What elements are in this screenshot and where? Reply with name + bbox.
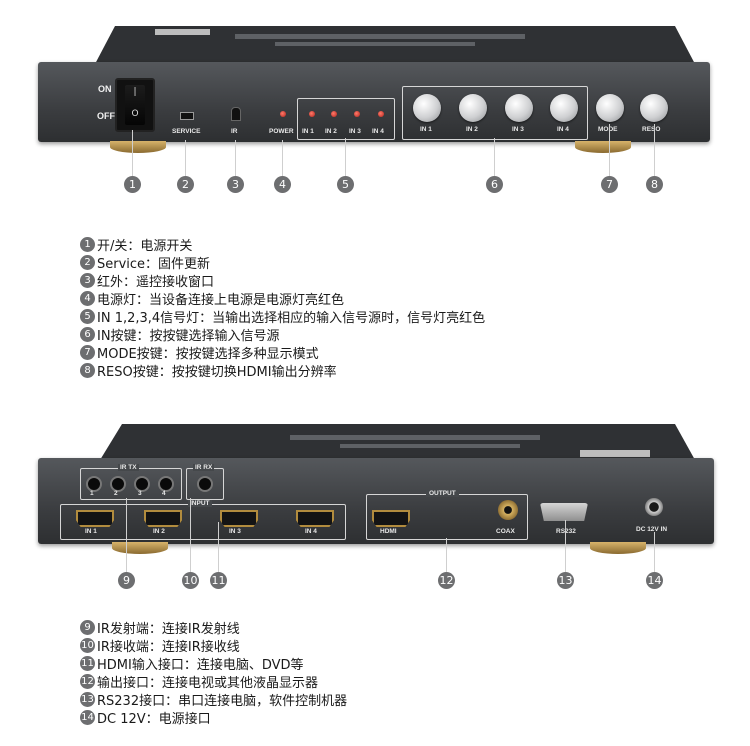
ir-tx-num-2: 2: [114, 490, 118, 497]
in3-button[interactable]: [505, 94, 533, 122]
usb-port-icon[interactable]: [180, 112, 194, 120]
back-foot-left: [112, 542, 168, 554]
coax-label: COAX: [496, 528, 515, 535]
callout-6: 6: [486, 176, 503, 193]
ir-tx-num-3: 3: [138, 490, 142, 497]
button-label-in3: IN 3: [512, 126, 524, 133]
ir-tx-num-1: 1: [90, 490, 94, 497]
dc-label: DC 12V IN: [636, 526, 668, 533]
led-label-in3: IN 3: [349, 128, 361, 135]
front-foot-right: [575, 141, 631, 153]
callout-14: 14: [646, 572, 663, 589]
hdmi-in1-port[interactable]: [76, 510, 114, 527]
back-foot-right: [590, 542, 646, 554]
hdmi-in3-port[interactable]: [220, 510, 258, 527]
callout-12: 12: [438, 572, 455, 589]
ir-tx-num-4: 4: [162, 490, 166, 497]
button-label-in2: IN 2: [466, 126, 478, 133]
callout-3: 3: [227, 176, 244, 193]
input-label: INPUT: [188, 500, 212, 507]
on-label: ON: [98, 84, 112, 94]
in1-led-icon: [309, 111, 315, 117]
ir-tx-label: IR TX: [118, 464, 139, 471]
hdmi-in4-port[interactable]: [296, 510, 334, 527]
callout-5: 5: [337, 176, 354, 193]
hdmi-logo-icon: [580, 450, 650, 457]
in1-button[interactable]: [413, 94, 441, 122]
led-label-in2: IN 2: [325, 128, 337, 135]
button-label-mode: MODE: [598, 126, 618, 133]
power-label: POWER: [269, 128, 294, 135]
ir-label: IR: [231, 128, 238, 135]
input-led-group: [297, 98, 395, 140]
callout-9: 9: [118, 572, 135, 589]
power-rocker-switch[interactable]: |O: [115, 78, 155, 132]
button-label-in4: IN 4: [557, 126, 569, 133]
coax-port[interactable]: [498, 500, 518, 520]
output-label: OUTPUT: [426, 490, 459, 497]
hdmi-out-label: HDMI: [380, 528, 397, 535]
off-label: OFF: [97, 111, 115, 121]
mode-button[interactable]: [596, 94, 624, 122]
led-label-in1: IN 1: [302, 128, 314, 135]
front-top-surface: [95, 26, 695, 64]
ir-tx-port-3[interactable]: [134, 476, 150, 492]
input-button-group: [402, 86, 588, 140]
back-top-surface: [100, 424, 695, 460]
ir-tx-port-2[interactable]: [110, 476, 126, 492]
callout-7: 7: [601, 176, 618, 193]
front-foot-left: [110, 141, 166, 153]
callout-10: 10: [182, 572, 199, 589]
ir-tx-port-4[interactable]: [158, 476, 174, 492]
led-label-in4: IN 4: [372, 128, 384, 135]
callout-4: 4: [274, 176, 291, 193]
callout-11: 11: [210, 572, 227, 589]
hdmi-out-port[interactable]: [372, 510, 410, 527]
callout-1: 1: [124, 176, 141, 193]
hdmi-in4-label: IN 4: [305, 528, 317, 535]
service-label: SERVICE: [172, 128, 201, 135]
hdmi-logo-icon: [155, 29, 210, 35]
ir-tx-port-1[interactable]: [86, 476, 102, 492]
in2-button[interactable]: [459, 94, 487, 122]
hdmi-in3-label: IN 3: [229, 528, 241, 535]
callout-13: 13: [557, 572, 574, 589]
in2-led-icon: [331, 111, 337, 117]
callout-2: 2: [177, 176, 194, 193]
dc-power-port[interactable]: [645, 498, 663, 516]
back-panel: [38, 458, 714, 544]
in4-button[interactable]: [550, 94, 578, 122]
hdmi-in2-label: IN 2: [153, 528, 165, 535]
button-label-in1: IN 1: [420, 126, 432, 133]
reso-button[interactable]: [640, 94, 668, 122]
ir-window-icon: [231, 107, 241, 121]
hdmi-in2-port[interactable]: [144, 510, 182, 527]
power-led-icon: [280, 111, 286, 117]
button-label-reso: RESO: [642, 126, 661, 133]
rs232-port[interactable]: [540, 503, 588, 521]
ir-rx-port[interactable]: [197, 476, 213, 492]
callout-8: 8: [646, 176, 663, 193]
ir-rx-label: IR RX: [193, 464, 215, 471]
in4-led-icon: [378, 111, 384, 117]
hdmi-in1-label: IN 1: [85, 528, 97, 535]
in3-led-icon: [354, 111, 360, 117]
